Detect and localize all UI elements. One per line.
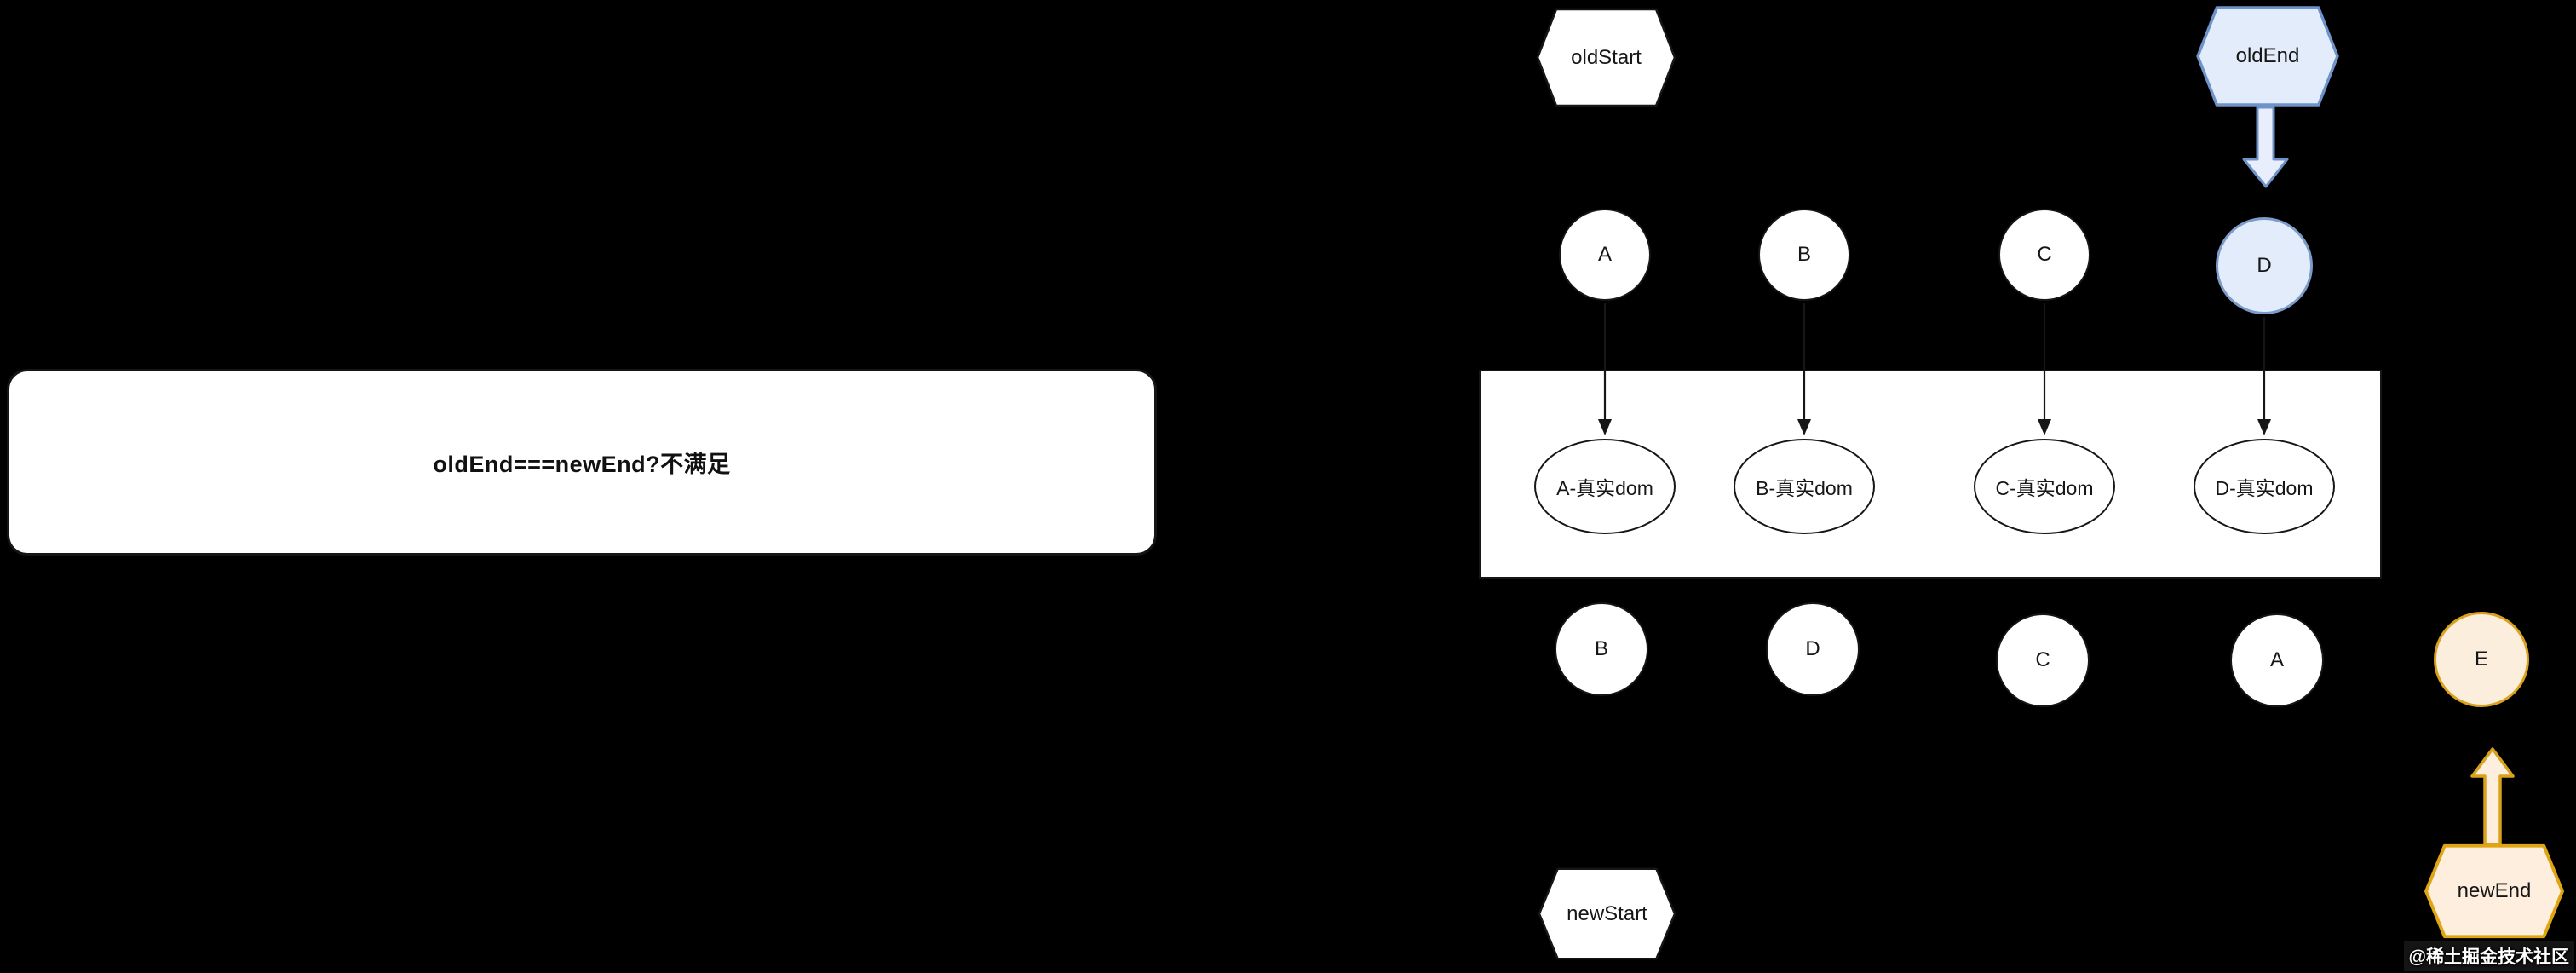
hexagon-shape <box>2424 843 2564 939</box>
hexagon-shape <box>1538 867 1676 960</box>
hexagon-shape <box>1536 8 1676 107</box>
old-vnode-circle-c: C <box>1998 209 2090 301</box>
old-start-label: oldStart <box>1571 45 1642 69</box>
new-vnode-circle-d: D <box>1766 602 1860 696</box>
real-dom-ellipse-b: B-真实dom <box>1734 439 1875 534</box>
new-vnode-circle-b: B <box>1555 602 1648 696</box>
old-vnode-circle-a: A <box>1559 209 1651 301</box>
old-vnode-circle-b: B <box>1758 209 1850 301</box>
old-vnode-circle-d-highlighted: D <box>2216 217 2313 314</box>
new-start-hexagon: newStart <box>1538 866 1676 961</box>
new-end-hexagon: newEnd <box>2424 843 2564 939</box>
new-start-label: newStart <box>1567 901 1647 925</box>
new-vnode-circle-a: A <box>2230 613 2324 707</box>
old-start-hexagon: oldStart <box>1536 7 1676 108</box>
new-end-pointer-arrow-icon <box>2470 747 2515 846</box>
hexagon-shape <box>2196 6 2339 107</box>
new-vnode-circle-c: C <box>1996 613 2090 707</box>
old-end-pointer-arrow-icon <box>2242 106 2289 188</box>
new-vnode-circle-e-highlighted: E <box>2434 612 2529 707</box>
new-end-label: newEnd <box>2457 879 2532 902</box>
real-dom-ellipse-d: D-真实dom <box>2194 439 2335 534</box>
old-end-hexagon: oldEnd <box>2196 5 2339 107</box>
real-dom-ellipse-c: C-真实dom <box>1974 439 2115 534</box>
condition-callout: oldEnd===newEnd?不满足 <box>7 369 1157 556</box>
real-dom-ellipse-a: A-真实dom <box>1534 439 1676 534</box>
condition-text: oldEnd===newEnd?不满足 <box>433 452 731 477</box>
old-end-label: oldEnd <box>2235 44 2300 67</box>
watermark: @稀土掘金技术社区 <box>2403 941 2574 971</box>
